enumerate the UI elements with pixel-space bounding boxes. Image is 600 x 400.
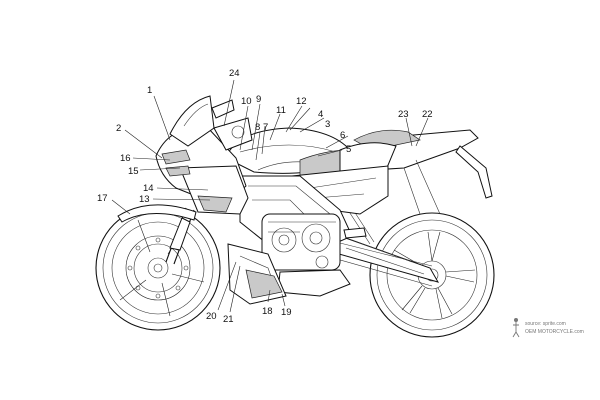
callout-11: 11	[276, 105, 286, 116]
callout-12: 12	[296, 96, 307, 107]
handlebar	[213, 117, 253, 151]
callout-18: 18	[262, 306, 273, 317]
callout-19: 19	[281, 307, 292, 318]
callout-8: 8	[255, 122, 260, 133]
watermark-line-2: OEM MOTORCYCLE.com	[525, 329, 584, 335]
watermark-line-1: source: sprite.com	[525, 321, 566, 327]
callout-17: 17	[97, 193, 108, 204]
callout-9: 9	[256, 94, 261, 105]
leader-lines	[111, 79, 429, 313]
callout-2: 2	[116, 123, 121, 134]
fairing-side-panel	[179, 165, 249, 215]
callout-14: 14	[143, 183, 154, 194]
callout-1: 1	[147, 85, 152, 96]
callout-6: 6	[340, 130, 345, 141]
license-bracket	[455, 145, 493, 199]
footpeg	[343, 227, 367, 239]
headlight-upper	[161, 149, 191, 165]
callout-22: 22	[422, 109, 433, 120]
callout-4: 4	[318, 109, 323, 120]
callout-20: 20	[206, 311, 217, 322]
rear-wheel	[369, 212, 495, 338]
callout-23: 23	[398, 109, 409, 120]
front-wheel	[95, 205, 221, 331]
callout-16: 16	[120, 153, 131, 164]
watermark: source: sprite.com OEM MOTORCYCLE.com	[512, 318, 584, 338]
mirror	[211, 99, 235, 119]
callout-15: 15	[128, 166, 139, 177]
callout-24: 24	[229, 68, 240, 79]
callout-7: 7	[263, 122, 268, 133]
callout-10: 10	[241, 96, 252, 107]
callout-5: 5	[346, 144, 351, 155]
lower-fairing-shade	[245, 269, 283, 299]
exhaust	[277, 269, 351, 297]
front-fork	[165, 207, 195, 265]
windscreen	[169, 95, 215, 147]
callout-13: 13	[139, 194, 150, 205]
figure-icon	[512, 318, 520, 338]
headlight-lower	[165, 165, 191, 177]
callout-3: 3	[325, 119, 330, 130]
engine	[261, 213, 341, 271]
front-fender	[117, 204, 197, 223]
callout-21: 21	[223, 314, 234, 325]
swingarm	[331, 235, 440, 283]
callouts: 1 2 3 4 5 6 7 8 9 10 11 12 13 14 15 16 1…	[97, 68, 433, 325]
